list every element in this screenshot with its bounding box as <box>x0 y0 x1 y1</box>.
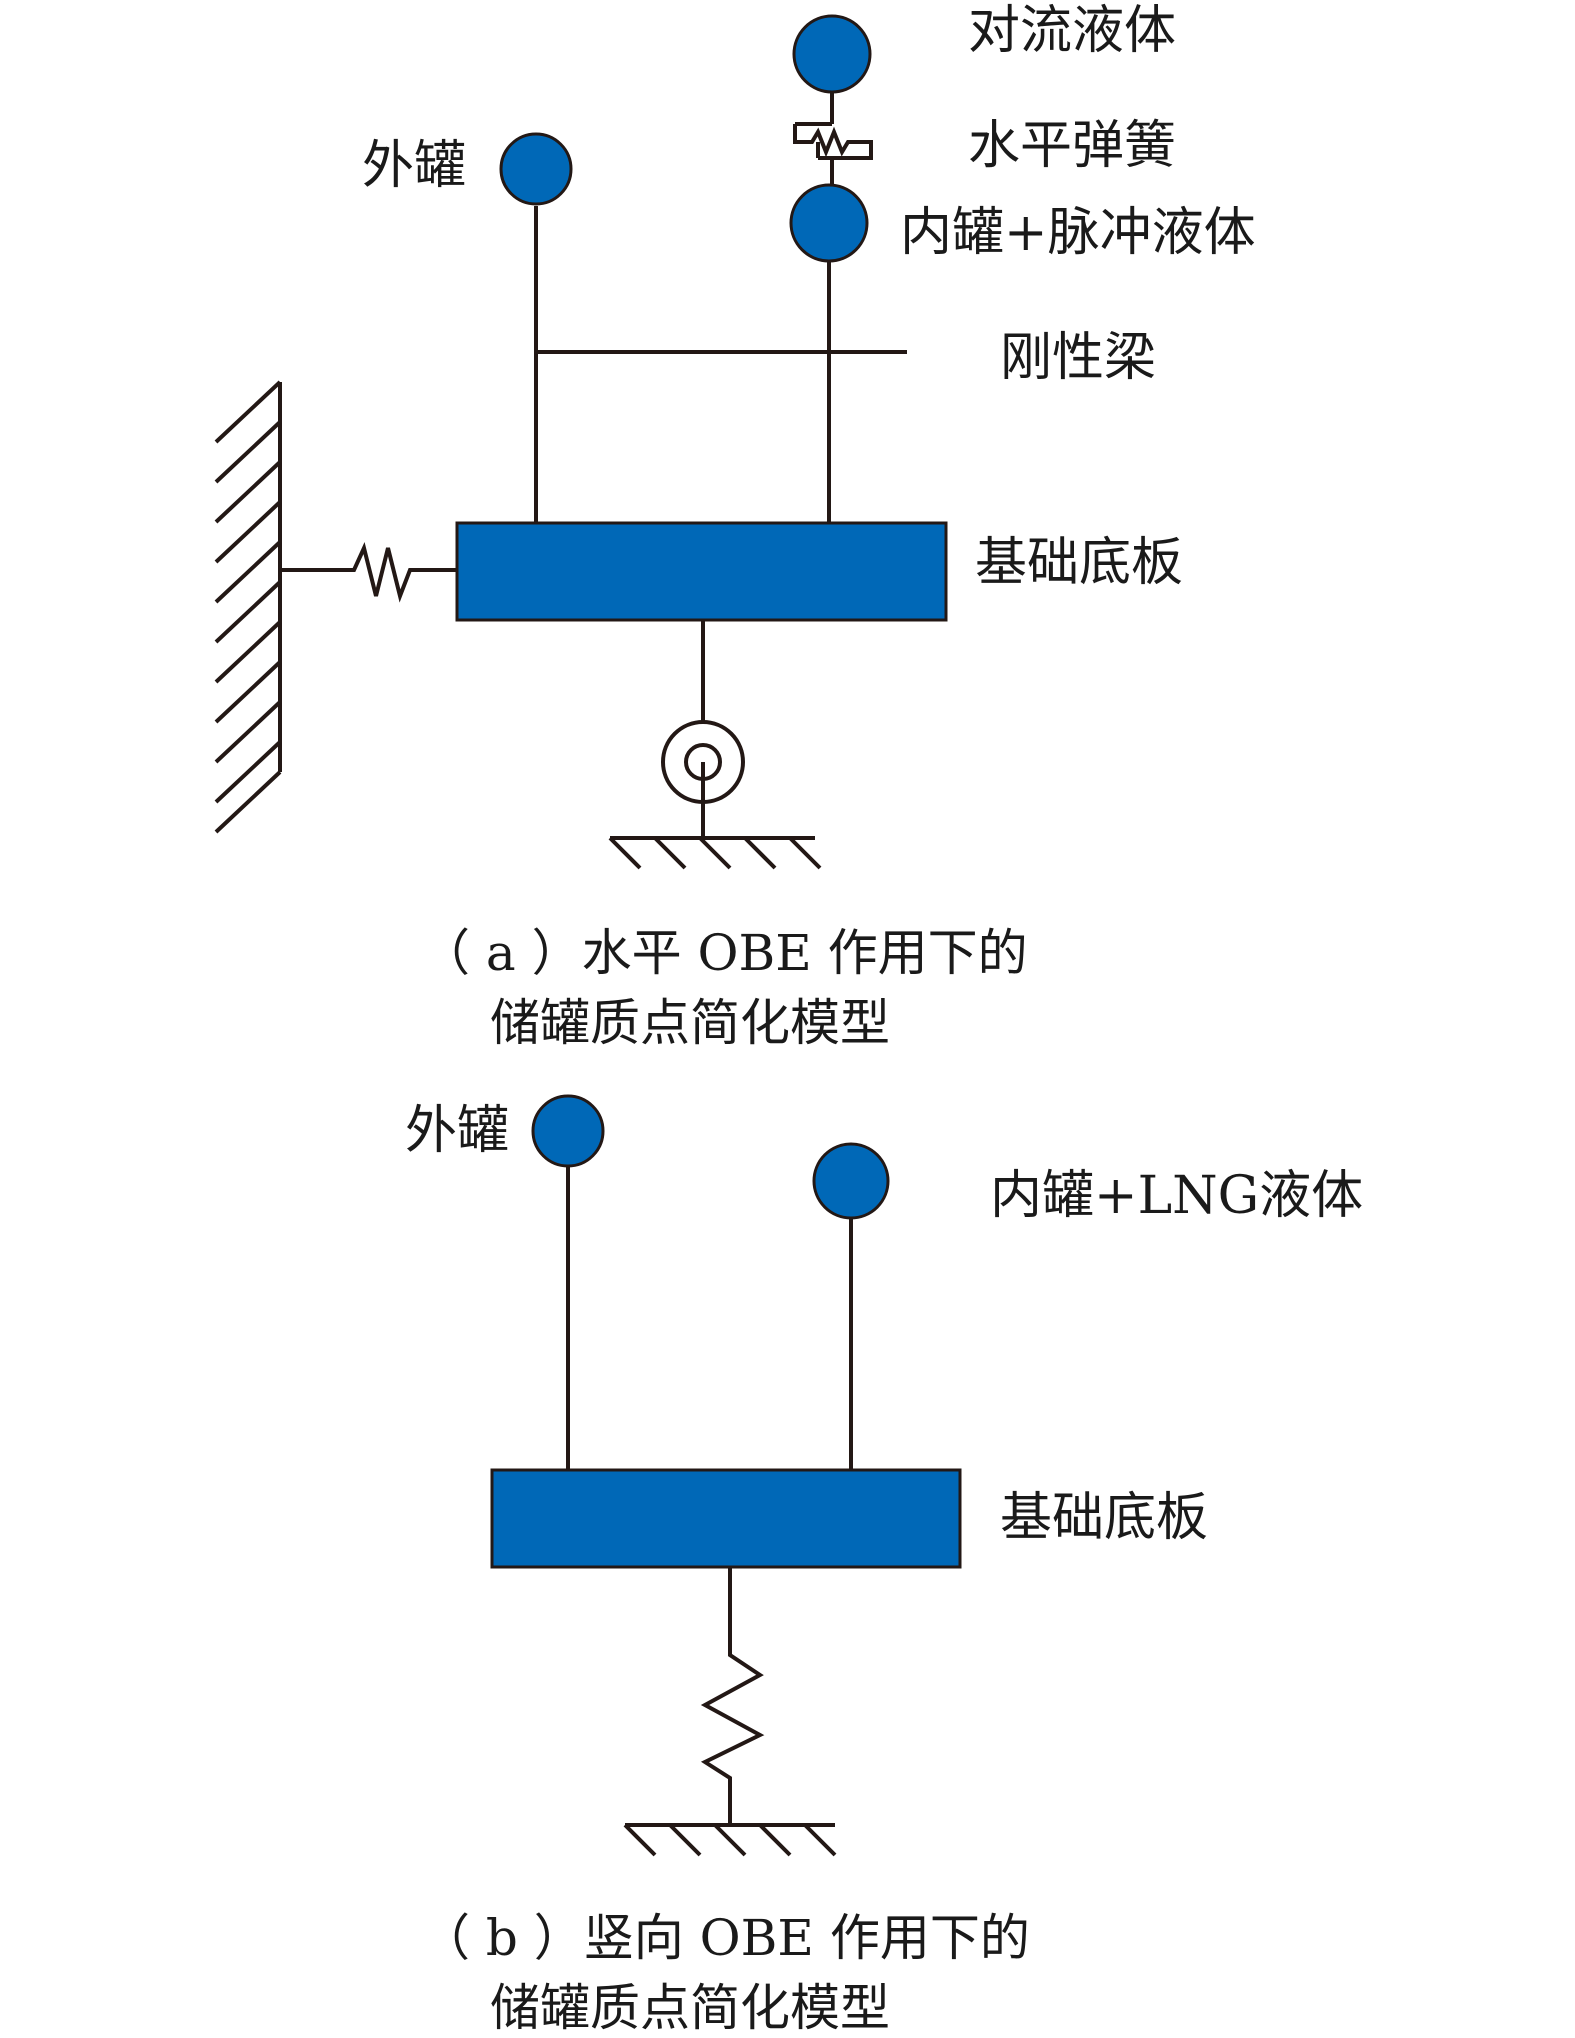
convective-liquid-mass <box>792 14 872 94</box>
outer-tank-mass-b <box>531 1094 605 1168</box>
label-outer-tank-a: 外罐 <box>362 136 466 196</box>
fixed-wall <box>214 380 282 834</box>
inner-tank-impulsive-mass <box>789 183 869 263</box>
caption-a-line2: 储罐质点简化模型 <box>490 994 890 1052</box>
label-inner-tank-lng: 内罐+LNG液体 <box>990 1166 1363 1226</box>
diagram-b: 外罐 内罐+LNG液体 基础底板 （ b ）竖向 OBE 作用下的 储罐质点简化… <box>405 1094 1363 2037</box>
label-base-plate-b: 基础底板 <box>1000 1488 1208 1548</box>
caption-b-line1: （ b ）竖向 OBE 作用下的 <box>420 1909 1030 1967</box>
ground-b <box>623 1823 837 1857</box>
label-convective-liquid: 对流液体 <box>968 1 1176 61</box>
vertical-foundation-spring <box>700 1567 765 1825</box>
label-horizontal-spring: 水平弹簧 <box>968 116 1176 176</box>
label-rigid-beam: 刚性梁 <box>1000 328 1156 388</box>
base-plate-b <box>490 1468 962 1569</box>
caption-b-line2: 储罐质点简化模型 <box>490 1979 890 2037</box>
label-inner-tank-impulsive: 内罐+脉冲液体 <box>900 203 1256 263</box>
diagram-a: 对流液体 水平弹簧 内罐+脉冲液体 外罐 刚性梁 基础底板 （ a ）水平 OB… <box>214 1 1256 1052</box>
label-base-plate-a: 基础底板 <box>975 533 1183 593</box>
label-outer-tank-b: 外罐 <box>405 1101 509 1161</box>
inner-tank-lng-mass <box>812 1142 890 1220</box>
ground-a <box>608 836 822 870</box>
horizontal-foundation-spring <box>280 541 456 603</box>
outer-tank-mass-a <box>499 132 573 206</box>
caption-a-line1: （ a ）水平 OBE 作用下的 <box>420 924 1028 982</box>
convective-spring <box>793 122 873 185</box>
base-plate-a <box>455 521 948 622</box>
